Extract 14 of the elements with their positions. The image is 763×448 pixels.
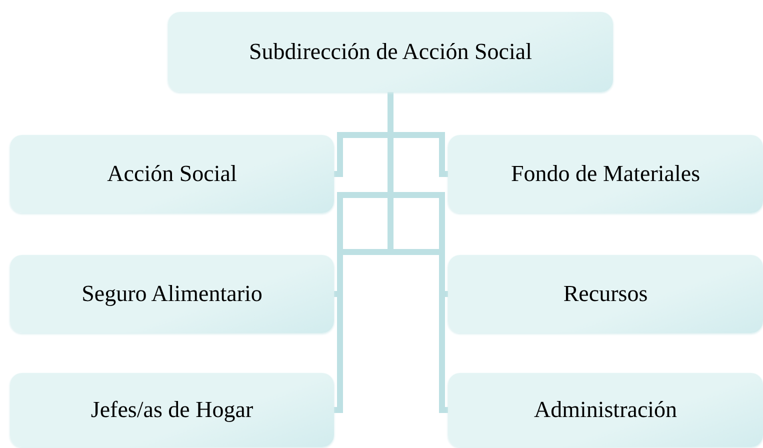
unit-name: Fondo de Materiales xyxy=(510,161,700,187)
unit-name: Jefes/as de Hogar xyxy=(90,397,254,423)
unit-name: Acción Social xyxy=(107,161,237,187)
org-unit-box xyxy=(448,135,763,213)
org-unit-box xyxy=(448,255,763,333)
org-unit-box xyxy=(448,373,763,447)
unit-name: Subdirección de Acción Social xyxy=(249,39,532,65)
unit-name: Seguro Alimentario xyxy=(82,281,262,307)
unit-name: Recursos xyxy=(563,281,648,307)
org-unit-box xyxy=(10,255,334,333)
org-unit-box xyxy=(10,135,334,213)
org-unit-box xyxy=(168,12,613,92)
org-unit-box xyxy=(10,373,334,447)
unit-name: Administración xyxy=(534,397,678,423)
